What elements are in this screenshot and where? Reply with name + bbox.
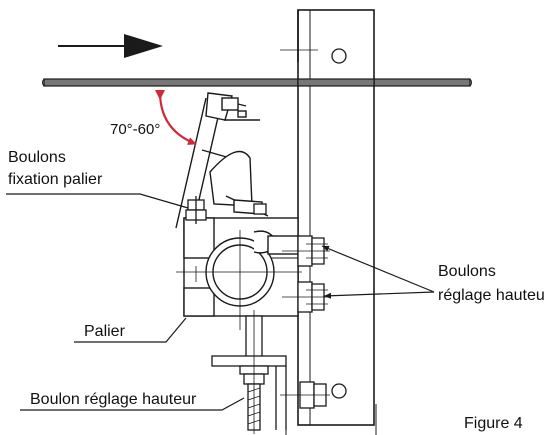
lower-height-bolt (211, 310, 287, 434)
direction-arrow (58, 34, 163, 58)
bearing-label: Palier (84, 323, 126, 340)
figure-caption: Figure 4 (464, 415, 523, 432)
height-bolt-label: Boulon réglage hauteur (30, 391, 197, 408)
bearing-bolts-label-line1: Boulons (8, 149, 66, 166)
height-bolts-label-line2: réglage hauteur (438, 287, 545, 304)
bearing-block (176, 217, 302, 330)
angle-arrow (155, 90, 197, 146)
height-bolts-label-line1: Boulons (438, 263, 496, 280)
conveyor-bar (42, 78, 472, 87)
conveyor-bar-front (297, 78, 375, 87)
bearing-fixation-bolt (185, 196, 267, 224)
height-adjust-bolts (280, 235, 330, 409)
bearing-bolts-label-line2: fixation palier (8, 171, 103, 188)
angle-label: 70°-60° (110, 121, 160, 138)
leader-lines (6, 193, 435, 411)
